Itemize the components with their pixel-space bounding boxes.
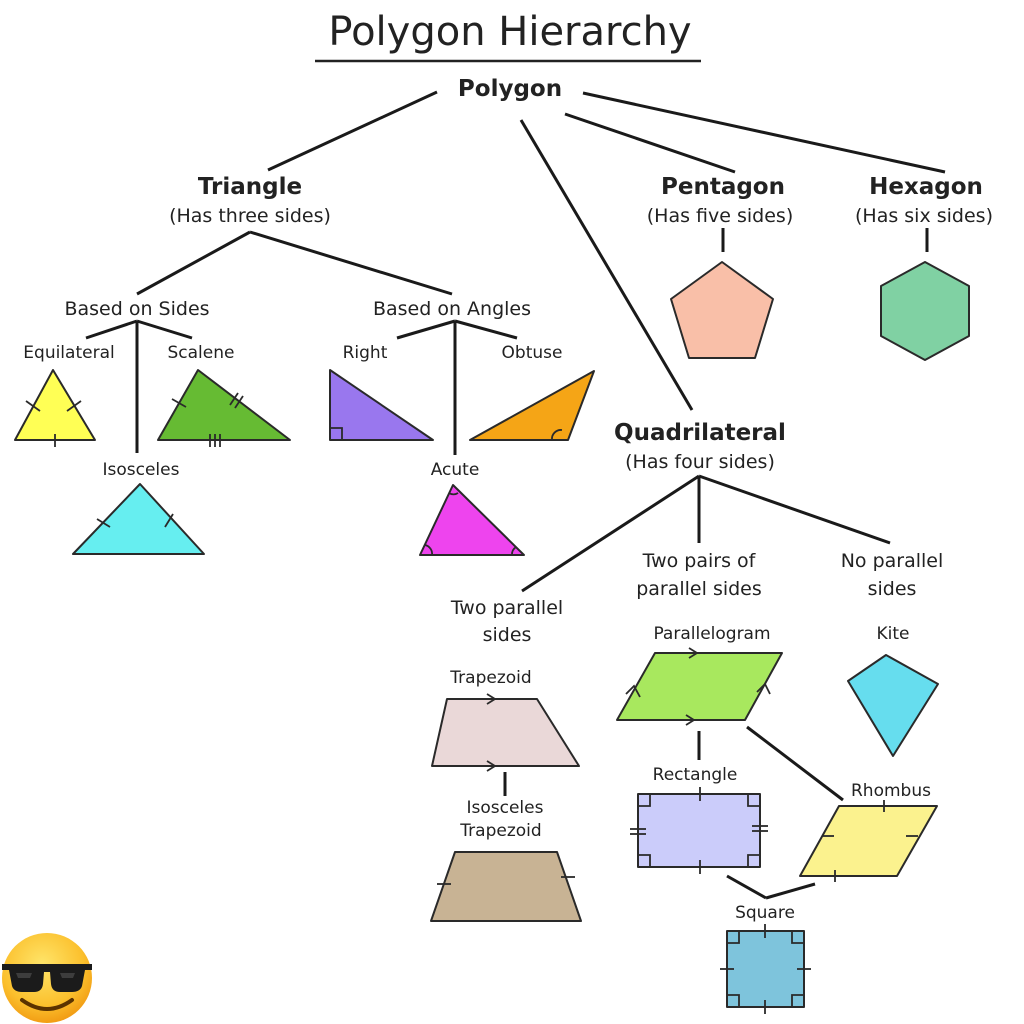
quadrilateral-sub-label: (Has four sides) [625, 451, 775, 473]
obtuse-triangle-shape [469, 370, 595, 441]
diagram-title: Polygon Hierarchy [328, 9, 691, 55]
hexagon-sub-label: (Has six sides) [855, 205, 993, 227]
acute-label: Acute [431, 460, 480, 480]
isosceles-trapezoid-label-line2: Trapezoid [459, 821, 541, 841]
based-on-sides-label: Based on Sides [64, 298, 209, 320]
equilateral-label: Equilateral [23, 343, 114, 363]
smiling-face-with-sunglasses-icon [2, 933, 92, 1023]
two-pairs-parallel-label-line2: parallel sides [636, 578, 762, 600]
square-shape [720, 924, 811, 1014]
rhombus-shape [799, 800, 938, 882]
rhombus-label: Rhombus [851, 781, 931, 801]
pentagon-sub-label: (Has five sides) [647, 205, 793, 227]
two-parallel-sides-label-line1: Two parallel [450, 597, 563, 619]
trapezoid-label: Trapezoid [449, 668, 531, 688]
connector-lines [85, 90, 946, 900]
square-label: Square [735, 903, 795, 923]
trapezoid-shape [431, 693, 580, 772]
right-triangle-shape [329, 369, 434, 441]
triangle-sub-label: (Has three sides) [169, 205, 331, 227]
parallelogram-label: Parallelogram [653, 624, 770, 644]
isosceles-trapezoid-shape [430, 851, 582, 922]
isosceles-label: Isosceles [103, 460, 180, 480]
pentagon-label: Pentagon [661, 174, 785, 200]
kite-shape [847, 654, 939, 757]
equilateral-triangle-shape [14, 369, 96, 447]
rectangle-shape [630, 787, 768, 874]
hexagon-shape [880, 261, 970, 361]
triangle-label: Triangle [198, 174, 302, 200]
two-pairs-parallel-label-line1: Two pairs of [642, 550, 757, 572]
right-label: Right [343, 343, 388, 363]
isosceles-trapezoid-label-line1: Isosceles [467, 798, 544, 818]
quadrilateral-label: Quadrilateral [614, 420, 786, 446]
based-on-angles-label: Based on Angles [373, 298, 531, 320]
scalene-label: Scalene [168, 343, 235, 363]
rectangle-label: Rectangle [653, 765, 738, 785]
scalene-triangle-shape [157, 369, 291, 447]
kite-label: Kite [877, 624, 910, 644]
acute-triangle-shape [419, 484, 525, 556]
parallelogram-shape [616, 647, 783, 726]
no-parallel-sides-label-line2: sides [868, 578, 917, 600]
pentagon-shape [670, 261, 774, 359]
no-parallel-sides-label-line1: No parallel [841, 550, 944, 572]
two-parallel-sides-label-line2: sides [483, 624, 532, 646]
isosceles-triangle-shape [72, 483, 205, 555]
polygon-label: Polygon [458, 76, 562, 102]
obtuse-label: Obtuse [502, 343, 563, 363]
hexagon-label: Hexagon [869, 174, 983, 200]
